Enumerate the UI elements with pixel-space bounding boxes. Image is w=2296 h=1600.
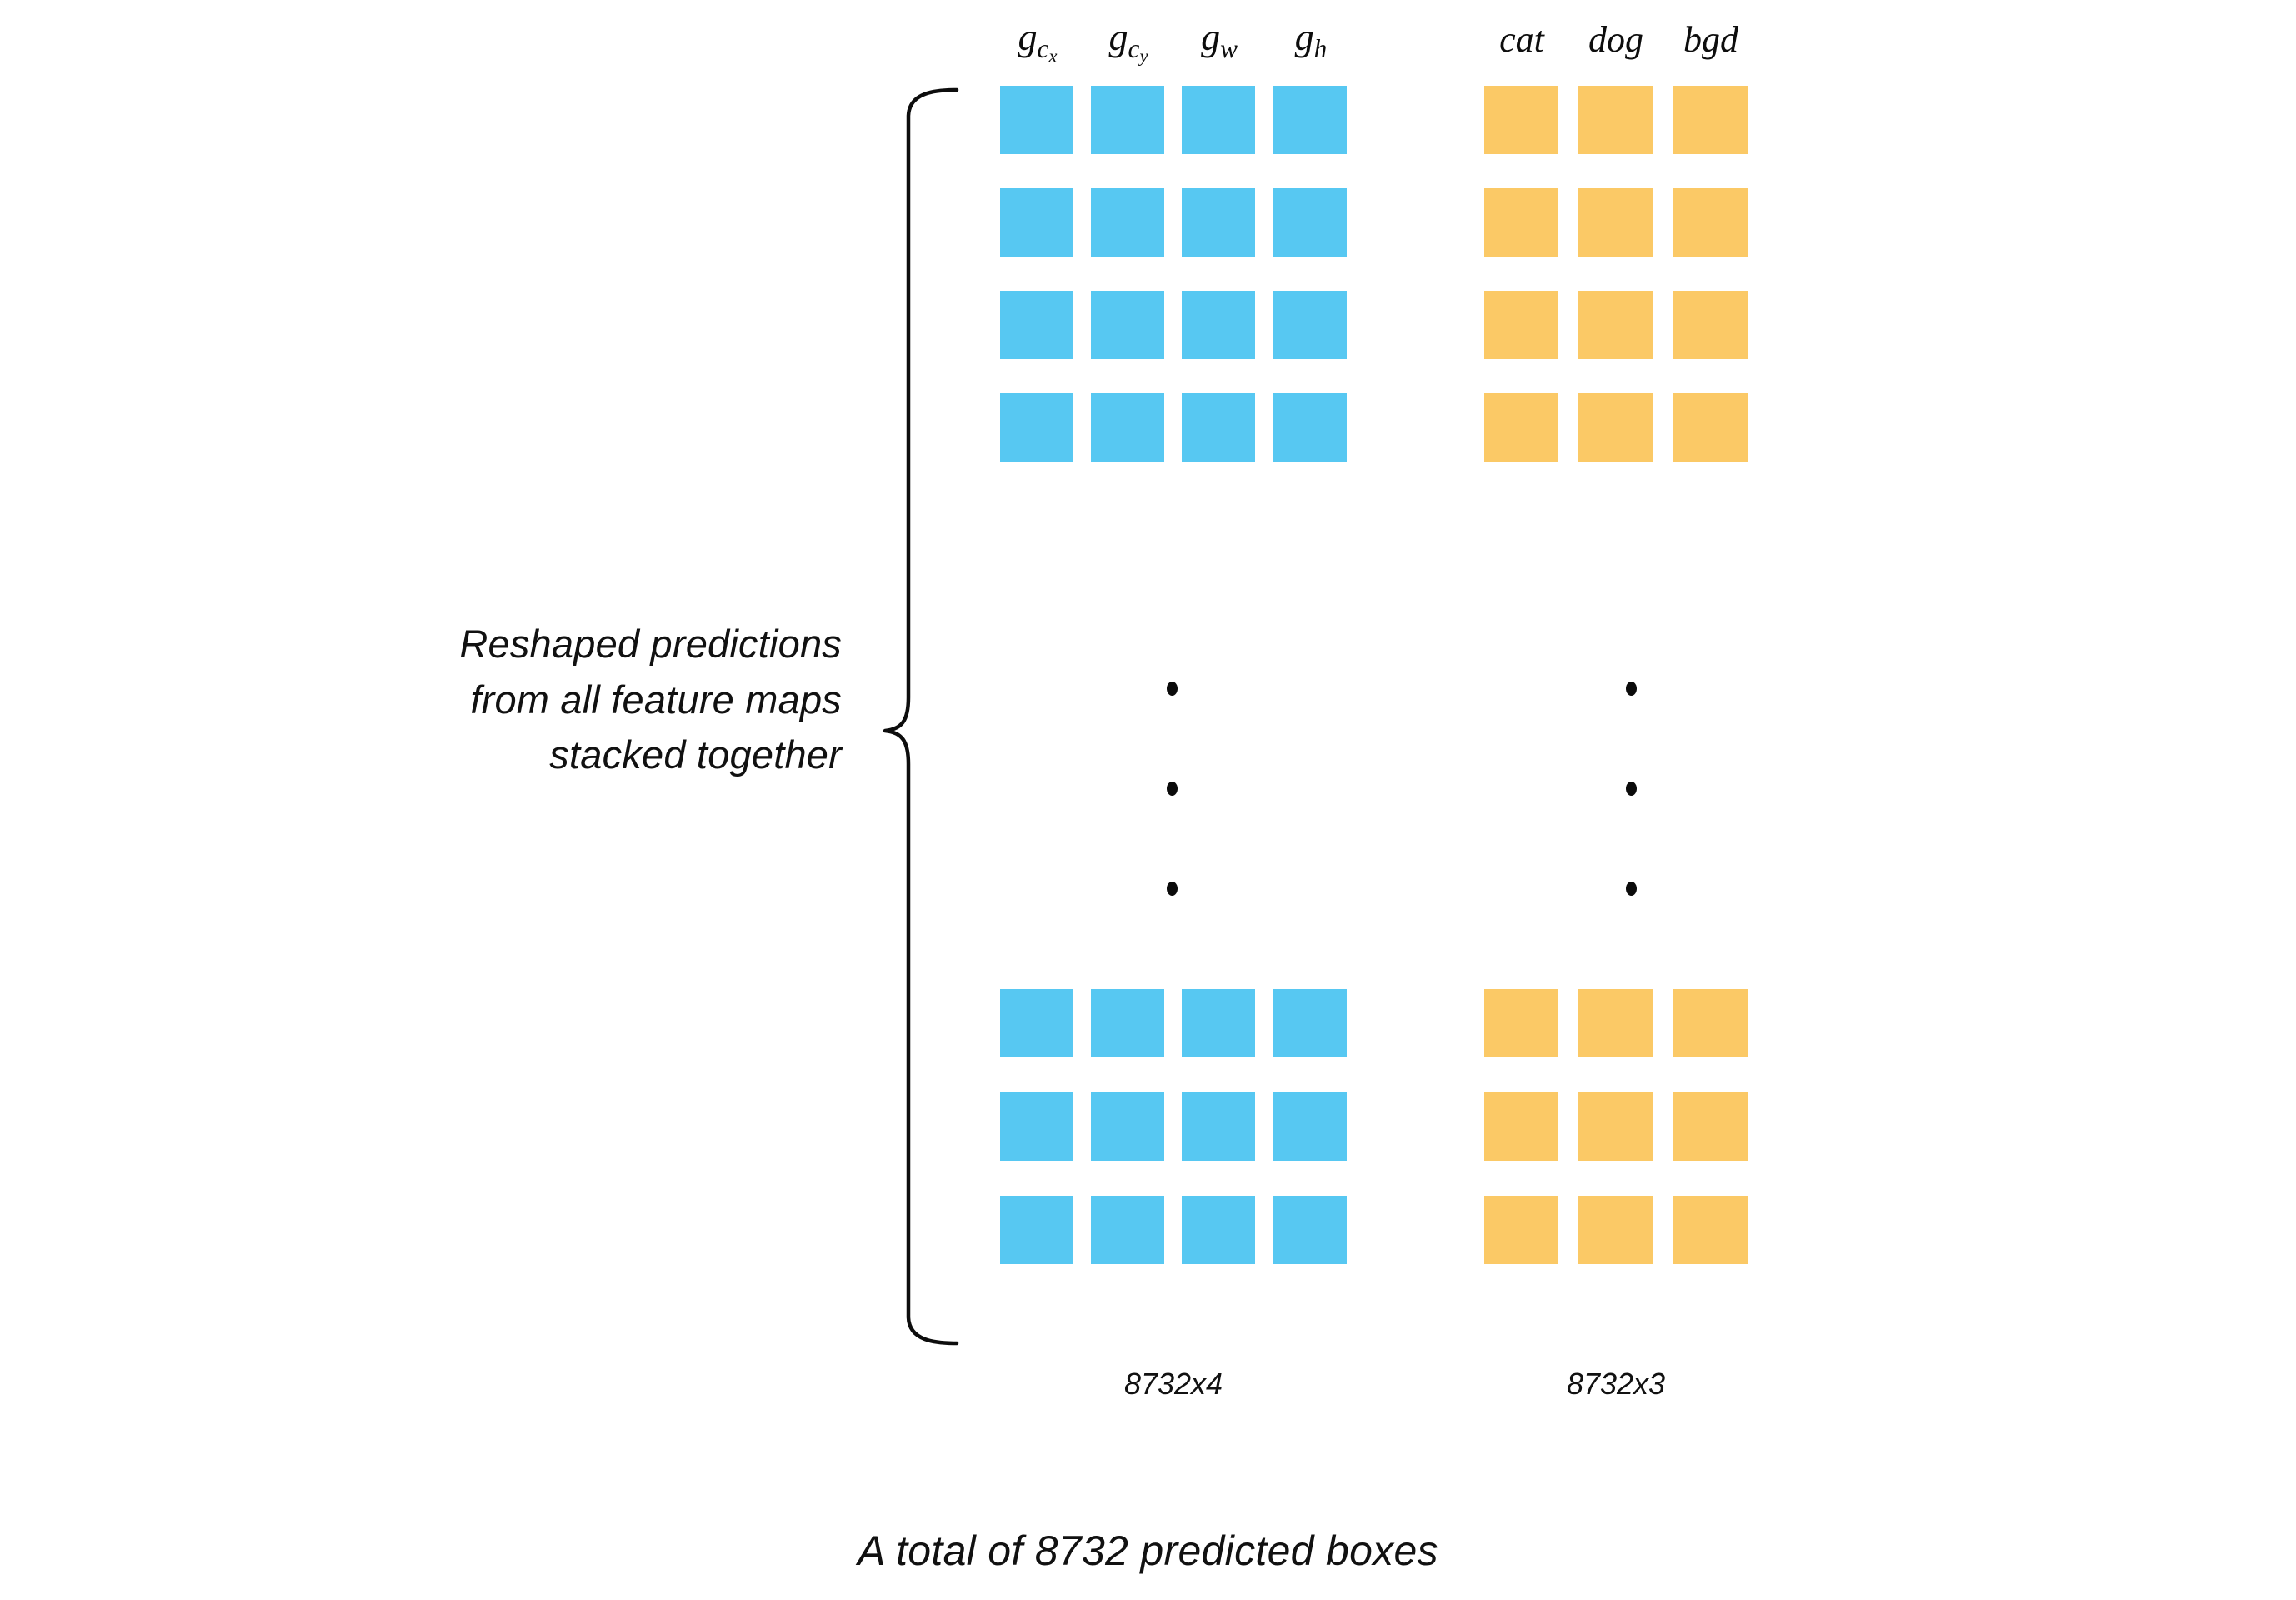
stacked-predictions-brace [883, 79, 975, 1354]
classification-ellipsis-dot [1626, 882, 1637, 896]
column-header-g-w-text: gw [1201, 16, 1238, 63]
localization-ellipsis-dot [1167, 682, 1178, 696]
classification-cell [1578, 989, 1653, 1058]
classification-cell [1484, 1092, 1558, 1161]
localization-cell [1091, 1196, 1164, 1264]
localization-cell [1182, 86, 1255, 154]
localization-cell [1273, 86, 1347, 154]
classification-ellipsis-dot [1626, 682, 1637, 696]
localization-cell [1091, 291, 1164, 359]
classification-cell [1673, 989, 1748, 1058]
column-header-bgd: bgd [1683, 19, 1738, 60]
column-header-g-h: gh [1273, 18, 1348, 62]
localization-cell [1091, 86, 1164, 154]
localization-cell [1000, 1196, 1073, 1264]
localization-cell [1273, 393, 1347, 462]
localization-cell [1091, 1092, 1164, 1161]
localization-cell [1182, 291, 1255, 359]
classification-cell [1484, 989, 1558, 1058]
column-header-dog: dog [1588, 19, 1643, 60]
localization-cell [1000, 989, 1073, 1058]
column-header-g-cx: gcx [1000, 18, 1075, 66]
brace-icon [883, 88, 959, 1346]
localization-cell [1273, 188, 1347, 257]
side-annotation-line-3: stacked together [549, 732, 842, 778]
column-header-g-cy: gcy [1091, 18, 1166, 66]
localization-cell [1000, 188, 1073, 257]
classification-cell [1673, 188, 1748, 257]
column-header-g-cx-text: gcx [1018, 16, 1058, 67]
localization-ellipsis-dot [1167, 882, 1178, 896]
side-annotation-line-2: from all feature maps [470, 677, 842, 722]
localization-cell [1000, 393, 1073, 462]
localization-cell [1273, 1092, 1347, 1161]
localization-cell [1273, 1196, 1347, 1264]
localization-cell [1182, 1196, 1255, 1264]
classification-cell [1484, 86, 1558, 154]
column-header-g-cy-text: gcy [1108, 16, 1148, 67]
localization-cell [1091, 989, 1164, 1058]
classification-cell [1578, 1092, 1653, 1161]
localization-cell [1091, 393, 1164, 462]
classification-ellipsis-dot [1626, 782, 1637, 796]
classification-cell [1484, 393, 1558, 462]
localization-cell [1091, 188, 1164, 257]
localization-cell [1000, 86, 1073, 154]
side-annotation-line-1: Reshaped predictions [459, 622, 842, 666]
localization-cell [1182, 393, 1255, 462]
classification-cell [1578, 291, 1653, 359]
classification-cell [1578, 188, 1653, 257]
localization-ellipsis-dot [1167, 782, 1178, 796]
column-header-g-h-text: gh [1294, 16, 1328, 63]
localization-dim-label: 8732x4 [1123, 1367, 1223, 1401]
localization-cell [1182, 1092, 1255, 1161]
classification-dim-label: 8732x3 [1566, 1367, 1666, 1401]
classification-cell [1578, 1196, 1653, 1264]
classification-cell [1484, 291, 1558, 359]
classification-cell [1673, 291, 1748, 359]
diagram-caption: A total of 8732 predicted boxes [858, 1528, 1438, 1574]
classification-cell [1578, 393, 1653, 462]
classification-cell [1673, 1196, 1748, 1264]
side-annotation: Reshaped predictions from all feature ma… [258, 617, 842, 783]
classification-cell [1673, 1092, 1748, 1161]
localization-cell [1273, 291, 1347, 359]
classification-cell [1484, 188, 1558, 257]
localization-cell [1273, 989, 1347, 1058]
column-header-cat: cat [1499, 19, 1544, 60]
classification-cell [1673, 86, 1748, 154]
classification-cell [1673, 393, 1748, 462]
localization-cell [1000, 1092, 1073, 1161]
localization-cell [1182, 989, 1255, 1058]
classification-cell [1484, 1196, 1558, 1264]
classification-cell [1578, 86, 1653, 154]
column-header-g-w: gw [1182, 18, 1257, 62]
localization-cell [1000, 291, 1073, 359]
localization-cell [1182, 188, 1255, 257]
